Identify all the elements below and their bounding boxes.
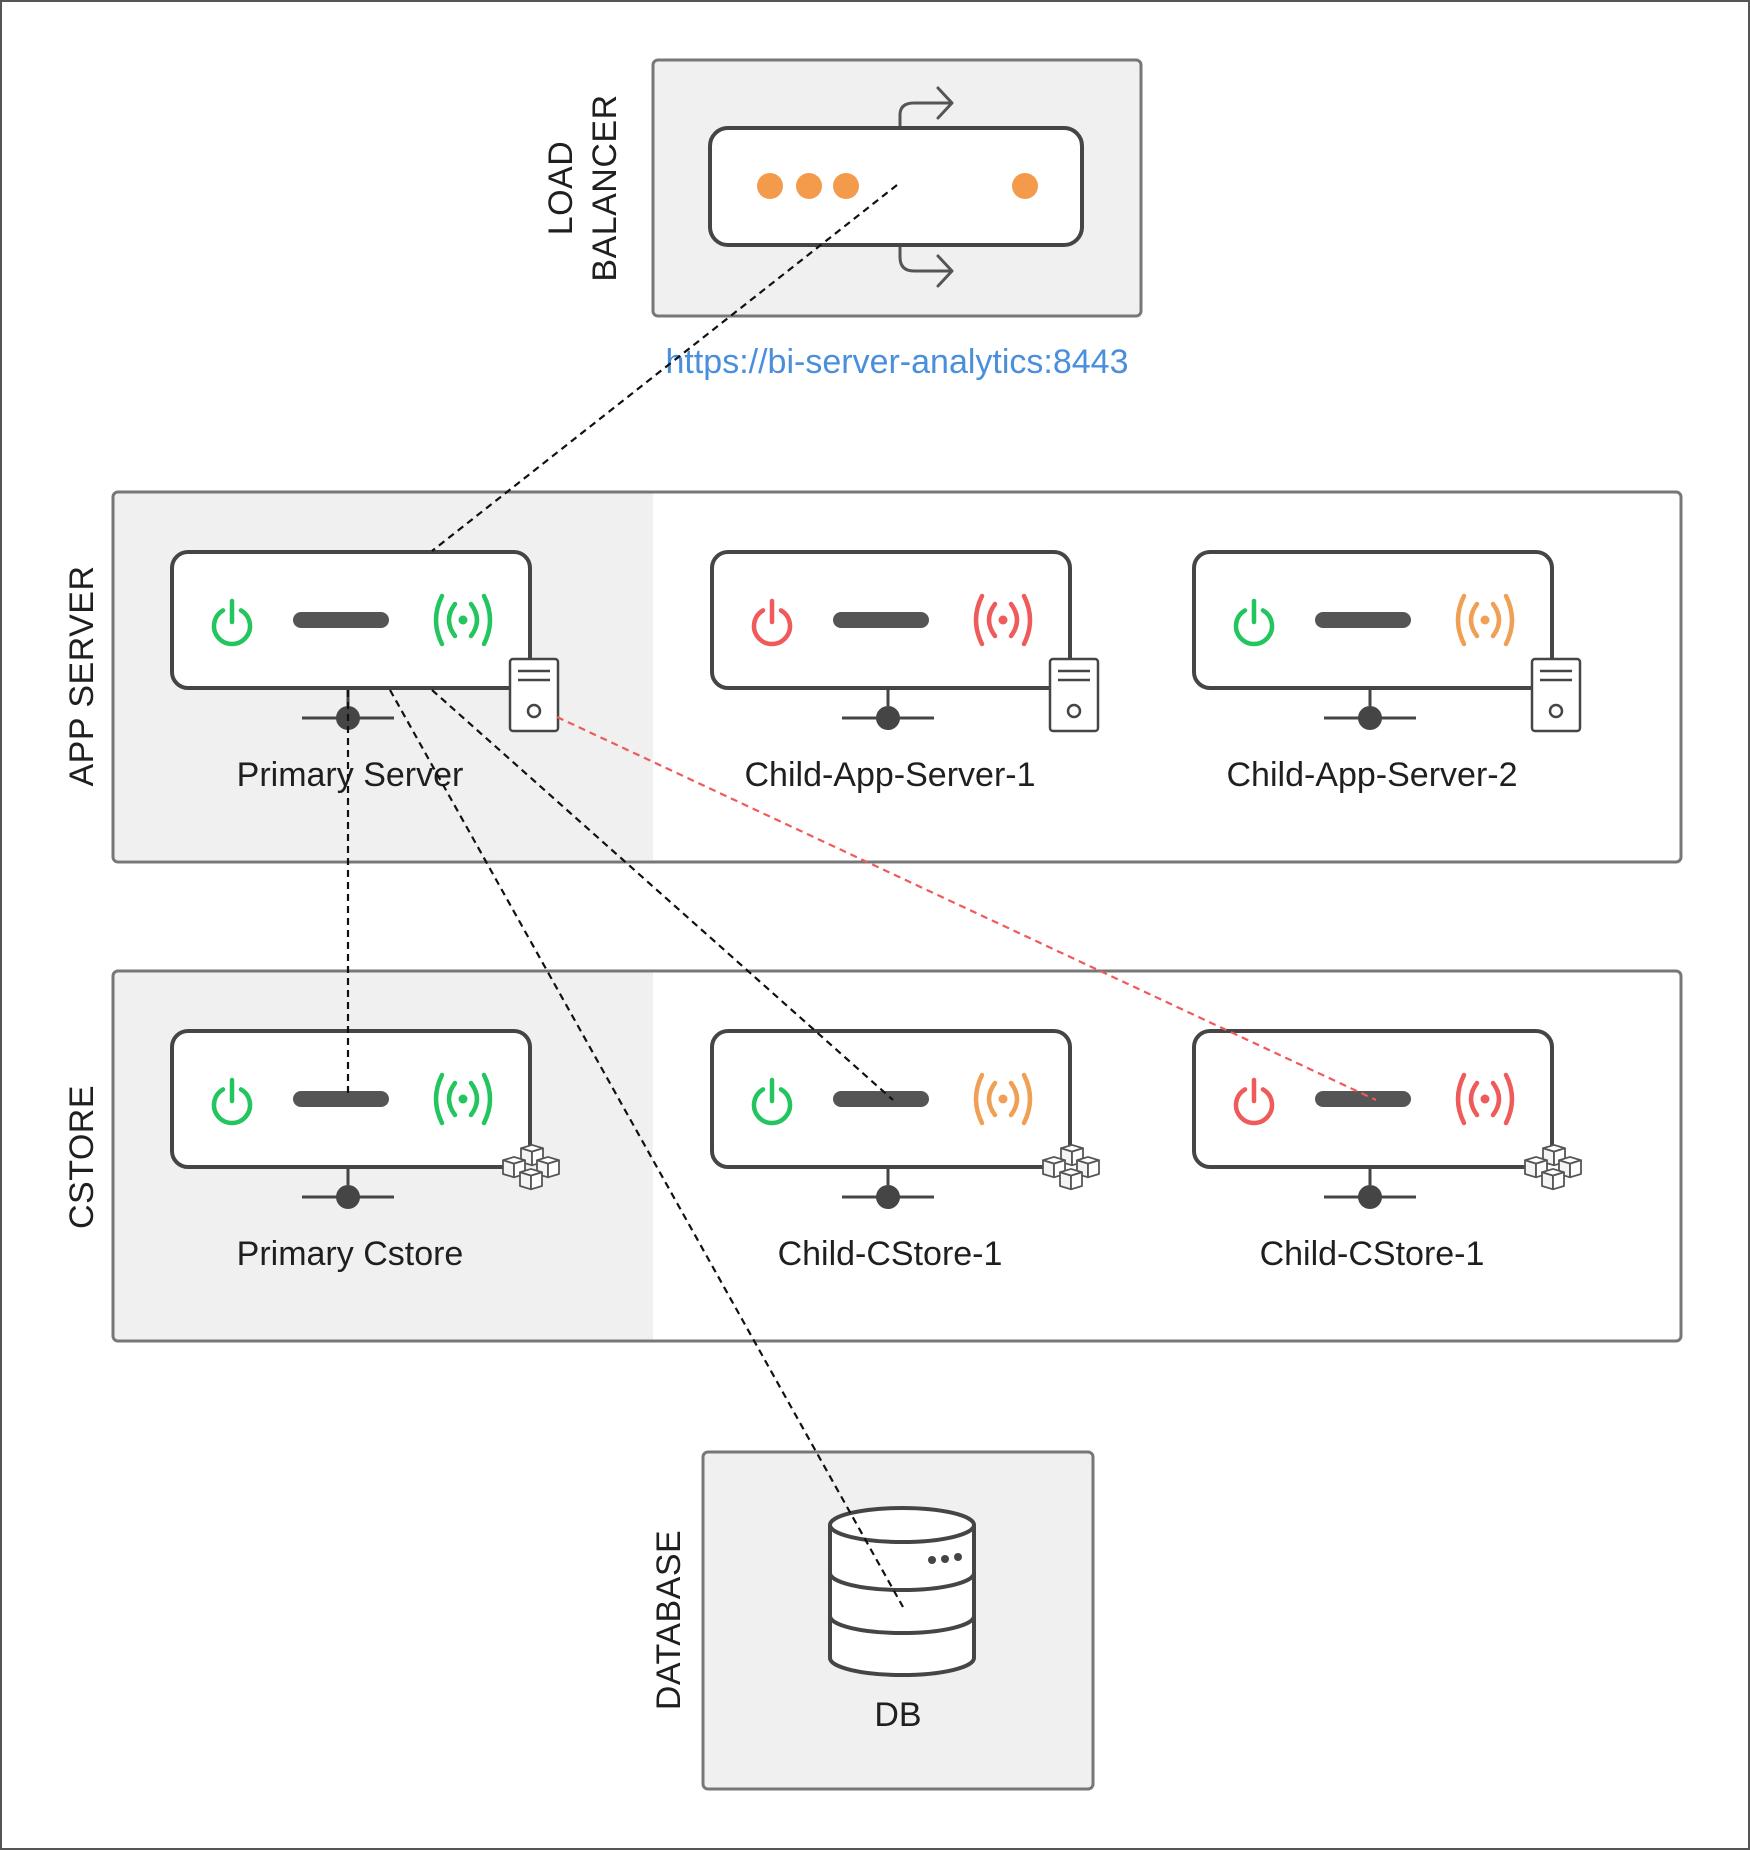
power-icon — [1233, 1077, 1275, 1126]
node-name: Child-CStore-1 — [1260, 1235, 1485, 1273]
signal-icon — [1455, 593, 1515, 647]
app-server-section: APP SERVER Primary Server Child-App-Serve… — [63, 490, 1683, 864]
network-port-icon — [842, 688, 934, 730]
cstore-title: CSTORE — [63, 1085, 101, 1229]
server-tower-icon — [508, 657, 560, 733]
app-server-node[interactable]: Child-App-Server-2 — [1192, 550, 1582, 794]
node-name: Primary Server — [237, 756, 464, 794]
database-title: DATABASE — [650, 1530, 688, 1710]
node-name: Primary Cstore — [237, 1235, 464, 1273]
connection-line — [556, 716, 1377, 1101]
network-port-icon — [842, 1167, 934, 1209]
signal-icon — [1455, 1072, 1515, 1126]
node-name: Child-App-Server-1 — [745, 756, 1036, 794]
network-port-icon — [1324, 688, 1416, 730]
lb-status-dot — [796, 173, 822, 199]
app-server-panel — [111, 490, 1683, 864]
app-server-title: APP SERVER — [63, 565, 101, 786]
signal-icon — [973, 1072, 1033, 1126]
signal-icon — [433, 1072, 493, 1126]
lb-status-dot — [757, 173, 783, 199]
cstore-panel — [111, 969, 1683, 1343]
network-port-icon — [302, 1167, 394, 1209]
cstore-section: CSTORE Primary Cstore Child-CStore-1 Child… — [63, 969, 1683, 1343]
app-server-node[interactable]: Primary Server — [170, 550, 560, 794]
connection-line — [431, 184, 898, 552]
connection-line — [431, 689, 894, 1101]
lb-status-dot — [1012, 173, 1038, 199]
power-icon — [1233, 598, 1275, 647]
signal-icon — [973, 593, 1033, 647]
route-arrow-top-icon — [898, 86, 954, 129]
database-section: DATABASE DB — [650, 1450, 1095, 1791]
load-balancer-title-line2: BALANCER — [586, 94, 624, 281]
node-name: Child-App-Server-2 — [1227, 756, 1518, 794]
node-name: Child-CStore-1 — [778, 1235, 1003, 1273]
app-server-node[interactable]: Child-App-Server-1 — [710, 550, 1100, 794]
database-name: DB — [874, 1696, 921, 1734]
server-tower-icon — [1048, 657, 1100, 733]
load-balancer-url[interactable]: https://bi-server-analytics:8443 — [666, 343, 1129, 381]
power-icon — [751, 1077, 793, 1126]
cubes-icon — [502, 1144, 560, 1191]
power-icon — [751, 598, 793, 647]
route-arrow-bottom-icon — [898, 243, 954, 288]
lb-status-dot — [833, 173, 859, 199]
connection-lines — [346, 184, 1377, 1608]
load-balancer-title-line1: LOAD — [542, 141, 580, 236]
database-cylinder-icon[interactable] — [828, 1506, 976, 1677]
power-icon — [211, 598, 253, 647]
network-port-icon — [1324, 1167, 1416, 1209]
cstore-node[interactable]: Primary Cstore — [170, 1029, 560, 1273]
signal-icon — [433, 593, 493, 647]
cubes-icon — [1042, 1144, 1100, 1191]
cubes-icon — [1524, 1144, 1582, 1191]
power-icon — [211, 1077, 253, 1126]
server-tower-icon — [1530, 657, 1582, 733]
